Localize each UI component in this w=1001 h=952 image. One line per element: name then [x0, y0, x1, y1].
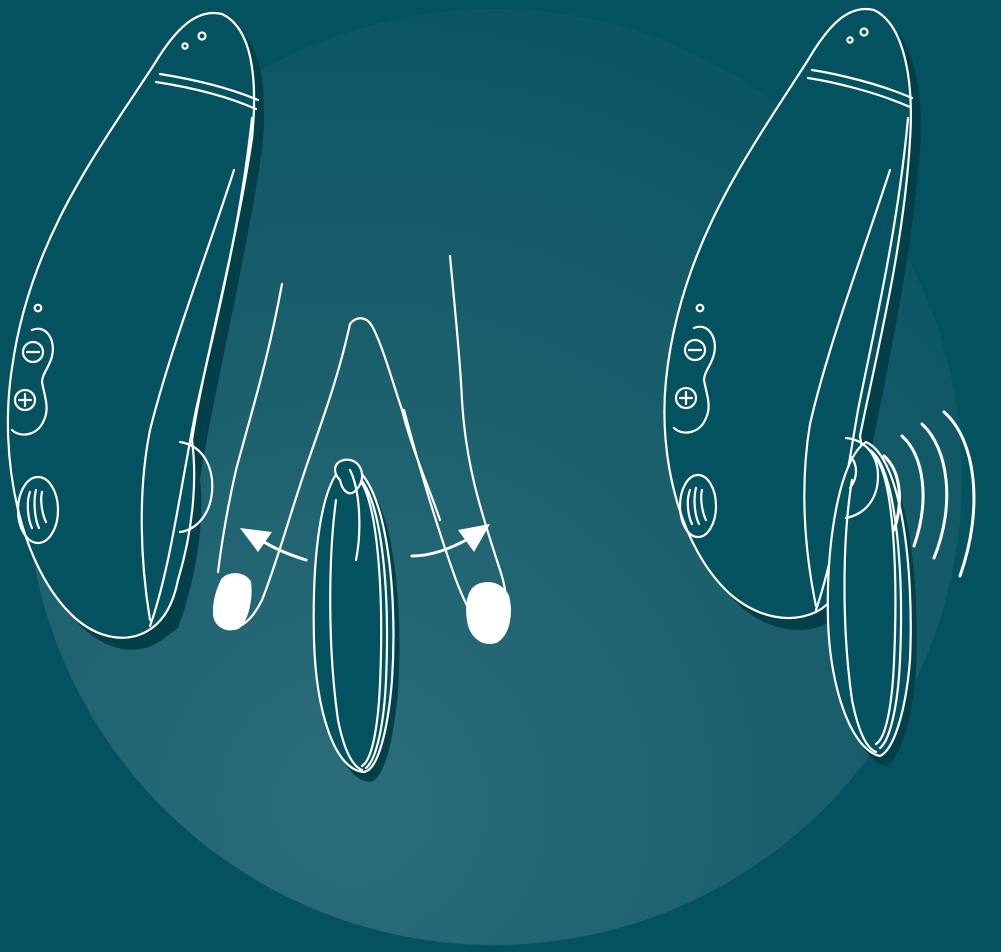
right-fingernail: [467, 583, 510, 643]
